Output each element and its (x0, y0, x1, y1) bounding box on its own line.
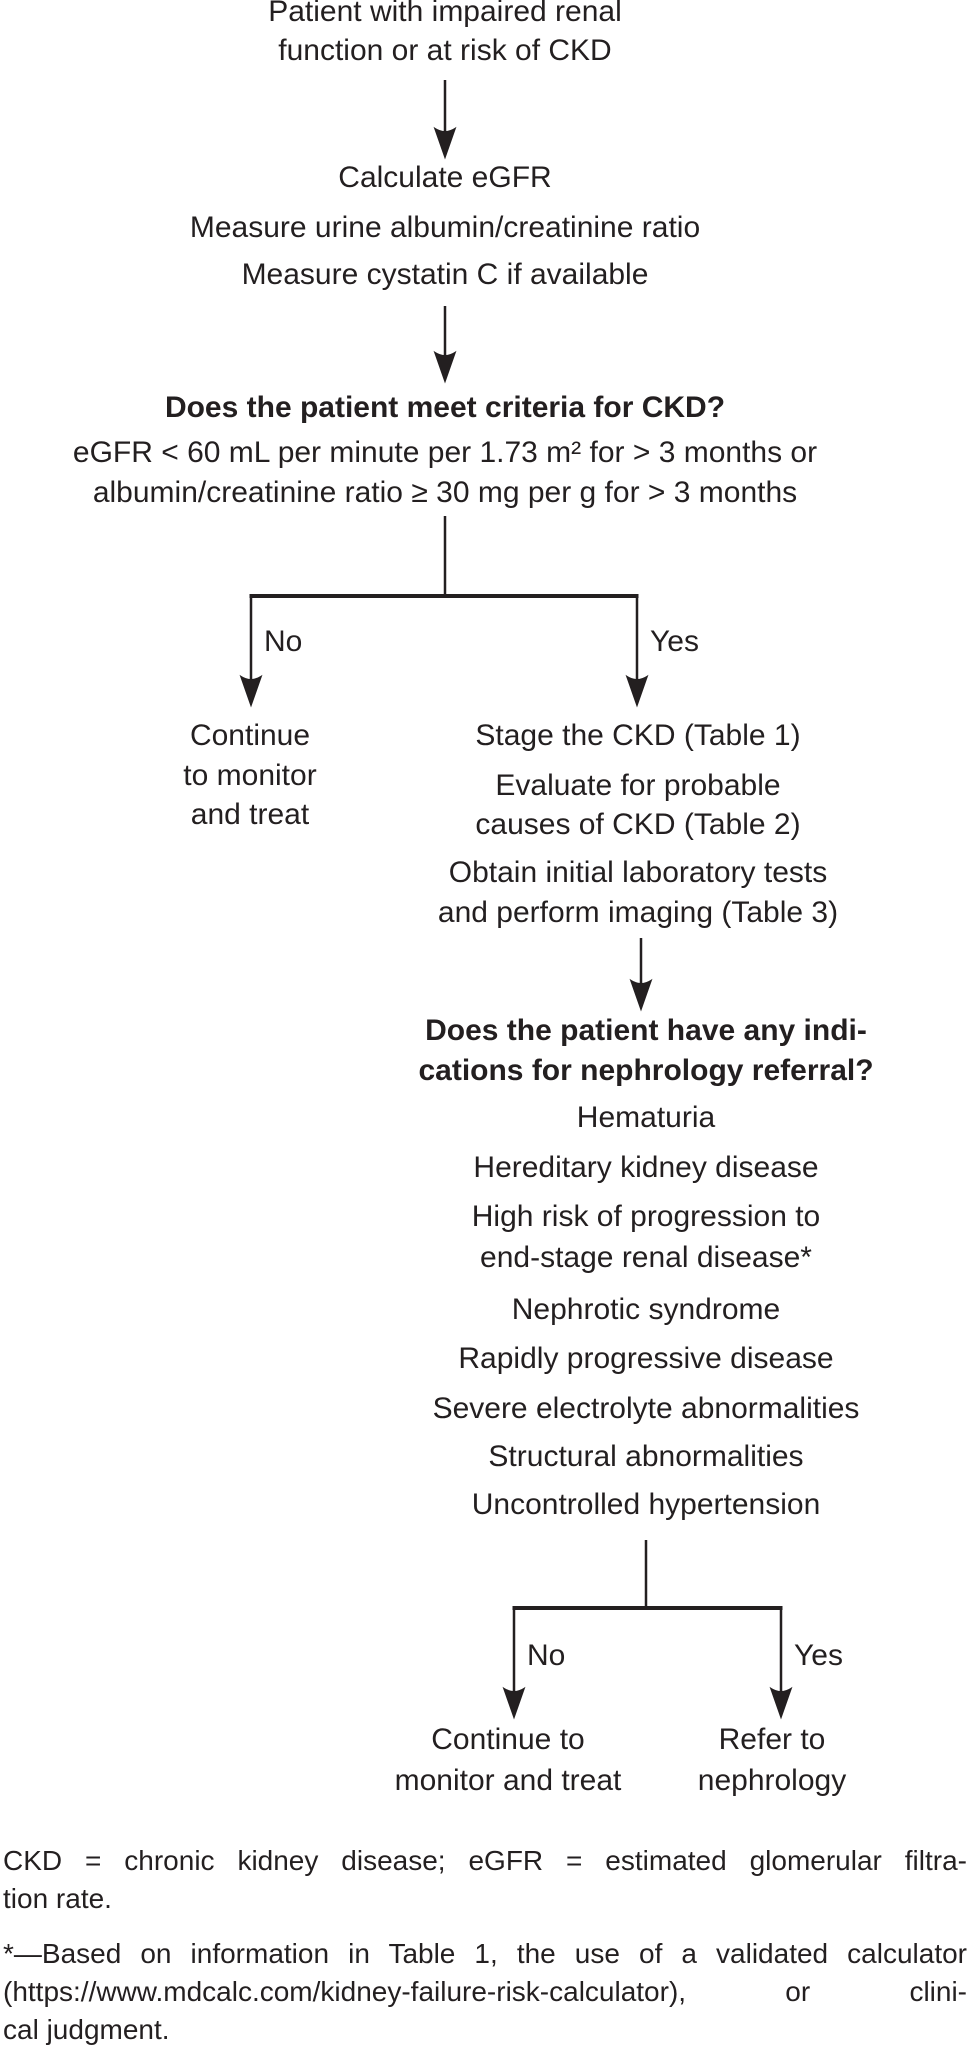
refer-nephrology-line: nephrology (697, 1764, 847, 1797)
arrow-down-icon (769, 1686, 793, 1720)
question-ckd-heading: Does the patient meet criteria for CKD? (164, 391, 726, 424)
ckd-workup-line: Obtain initial laboratory tests (448, 856, 828, 889)
branch-referral-no-label: No (527, 1639, 566, 1672)
referral-indication: Rapidly progressive disease (458, 1342, 834, 1375)
referral-indication: Hereditary kidney disease (473, 1151, 819, 1184)
footnote-abbreviations-line: CKD = chronic kidney disease; eGFR = est… (3, 1845, 967, 1876)
arrow-down-icon (502, 1686, 526, 1720)
arrow-down-icon (625, 674, 649, 708)
referral-indication: Severe electrolyte abnormalities (432, 1392, 860, 1425)
ckd-workup-line: Stage the CKD (Table 1) (475, 719, 801, 752)
branch-ckd-no-label: No (264, 625, 303, 658)
ckd-workup-line: causes of CKD (Table 2) (475, 808, 801, 841)
continue-monitor-treat2-line: Continue to (431, 1723, 585, 1756)
continue-monitor-treat-line: and treat (190, 798, 310, 831)
branch-ckd-yes-label: Yes (650, 625, 699, 658)
ckd-workup-line: and perform imaging (Table 3) (437, 896, 839, 929)
arrow-down-icon (239, 674, 263, 708)
referral-indication: Hematuria (576, 1101, 716, 1134)
arrow-down-icon (629, 978, 653, 1012)
referral-indication: end-stage renal disease* (480, 1241, 812, 1274)
ckd-workup-line: Evaluate for probable (495, 769, 781, 802)
branch-referral-yes-label: Yes (794, 1639, 843, 1672)
referral-indication: Uncontrolled hypertension (471, 1488, 821, 1521)
continue-monitor-treat2-line: monitor and treat (394, 1764, 622, 1797)
referral-indication: Nephrotic syndrome (511, 1293, 781, 1326)
referral-indication: Structural abnormalities (488, 1440, 804, 1473)
question-ckd-criteria-line: albumin/creatinine ratio ≥ 30 mg per g f… (92, 476, 798, 509)
initial-tests-line: Calculate eGFR (338, 161, 552, 194)
start-node-line: function or at risk of CKD (278, 34, 612, 67)
continue-monitor-treat-line: to monitor (183, 759, 317, 792)
footnote-abbreviations-line: tion rate. (3, 1883, 112, 1914)
footnote-asterisk-line: (https://www.mdcalc.com/kidney-failure-r… (3, 1976, 967, 2007)
initial-tests-line: Measure urine albumin/creatinine ratio (189, 211, 701, 244)
initial-tests-line: Measure cystatin C if available (241, 258, 649, 291)
question-ckd-criteria-line: eGFR < 60 mL per minute per 1.73 m² for … (72, 436, 818, 469)
refer-nephrology-line: Refer to (718, 1723, 826, 1756)
footnote-asterisk-line: *—Based on information in Table 1, the u… (3, 1938, 967, 1969)
arrow-down-icon (433, 126, 457, 160)
question-referral-heading-line: Does the patient have any indi- (425, 1014, 867, 1047)
referral-indication: High risk of progression to (471, 1200, 821, 1233)
continue-monitor-treat-line: Continue (189, 719, 311, 752)
start-node-line: Patient with impaired renal (268, 0, 622, 28)
arrow-down-icon (433, 350, 457, 384)
footnote-asterisk-line: cal judgment. (3, 2014, 170, 2045)
question-referral-heading-line: cations for nephrology referral? (418, 1054, 874, 1087)
